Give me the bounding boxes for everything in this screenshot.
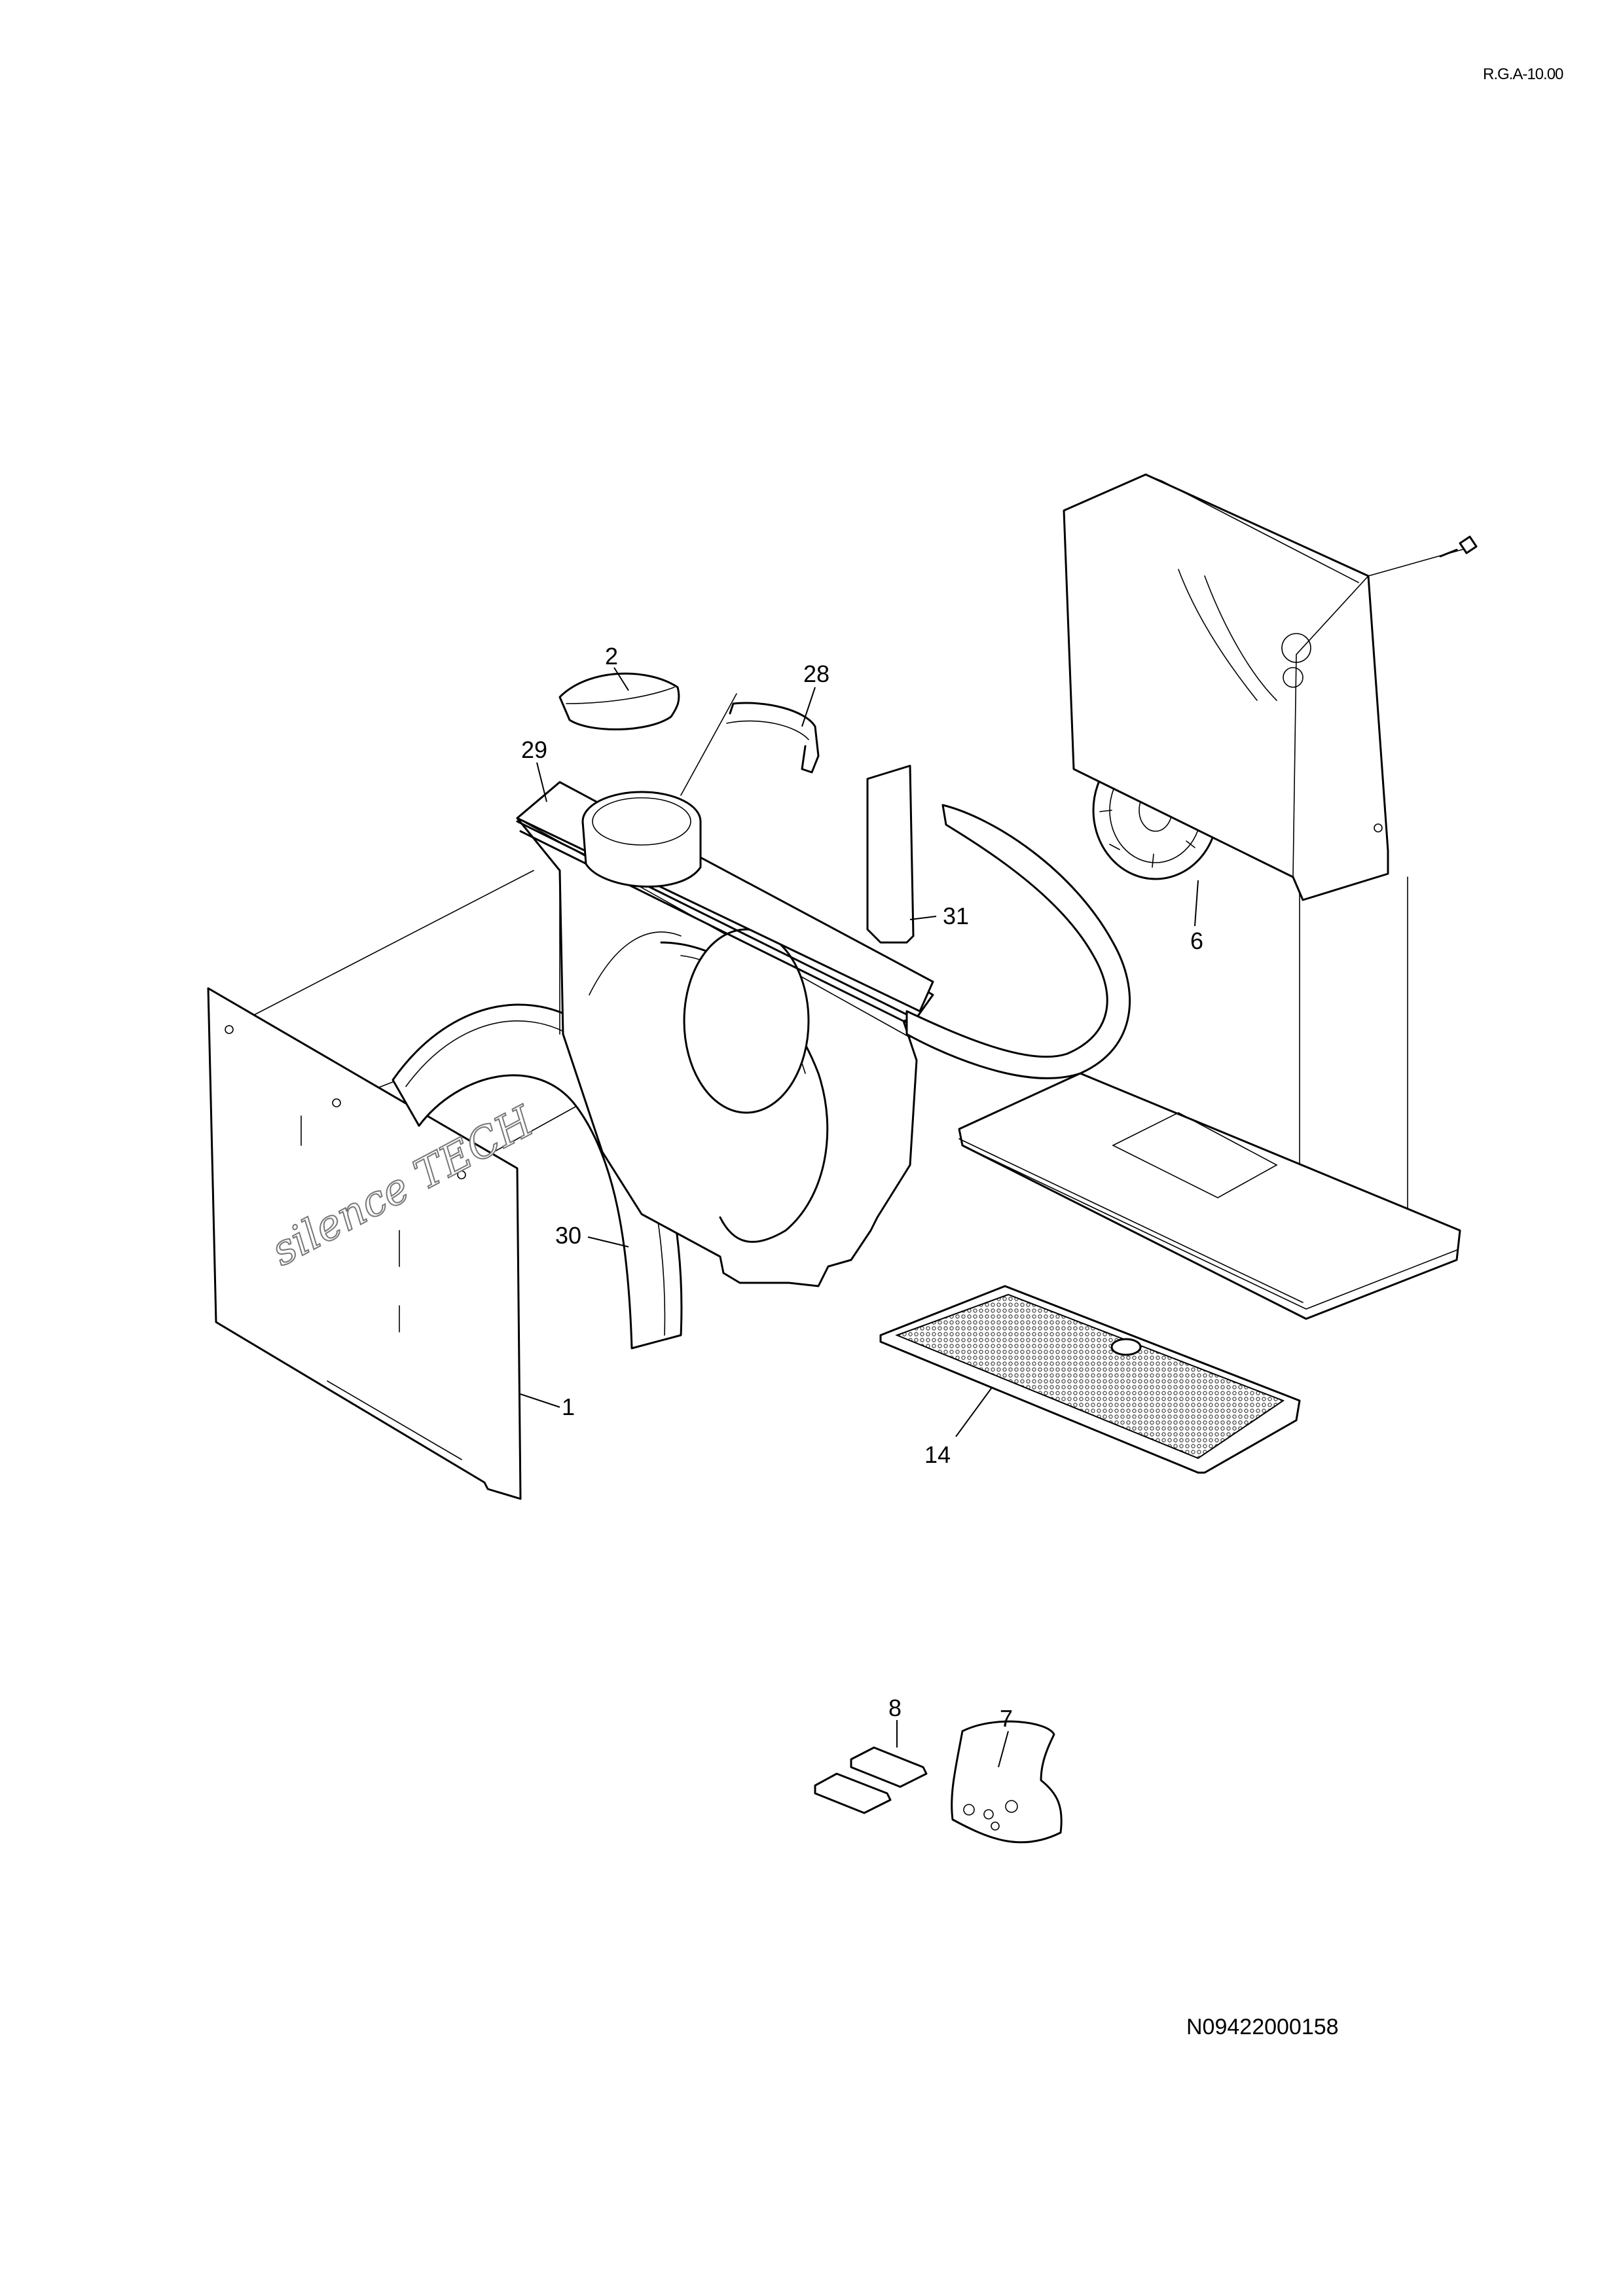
callout-28: 28 — [803, 660, 830, 687]
motor-housing — [1063, 473, 1389, 901]
callout-30: 30 — [555, 1222, 581, 1249]
callout-7: 7 — [1000, 1705, 1013, 1732]
accessory-bag — [951, 1720, 1063, 1844]
revision-code: R.G.A-10.00 — [1483, 65, 1563, 83]
base-tray — [958, 1072, 1461, 1320]
screw-icon — [1439, 535, 1478, 558]
callout-29: 29 — [521, 736, 547, 763]
front-panel: silence TECH — [207, 987, 543, 1500]
callout-6: 6 — [1190, 927, 1203, 954]
callout-leaders — [520, 667, 1199, 1768]
grease-filter — [879, 1285, 1301, 1474]
damper-flap — [558, 672, 680, 730]
drawing-number: N09422000158 — [1186, 2015, 1339, 2039]
top-rail — [516, 781, 934, 1029]
callout-31: 31 — [943, 903, 969, 929]
bracket-clip — [726, 702, 820, 774]
mounting-brackets — [814, 1746, 928, 1814]
callout-14: 14 — [924, 1441, 951, 1468]
callout-8: 8 — [888, 1695, 902, 1721]
callout-1: 1 — [562, 1393, 575, 1420]
flat-strap — [866, 764, 1131, 1079]
callout-2: 2 — [605, 643, 618, 670]
callout-numbers: 1 2 6 7 8 14 28 29 30 31 — [521, 643, 1203, 1732]
fan-housing — [516, 781, 934, 1287]
